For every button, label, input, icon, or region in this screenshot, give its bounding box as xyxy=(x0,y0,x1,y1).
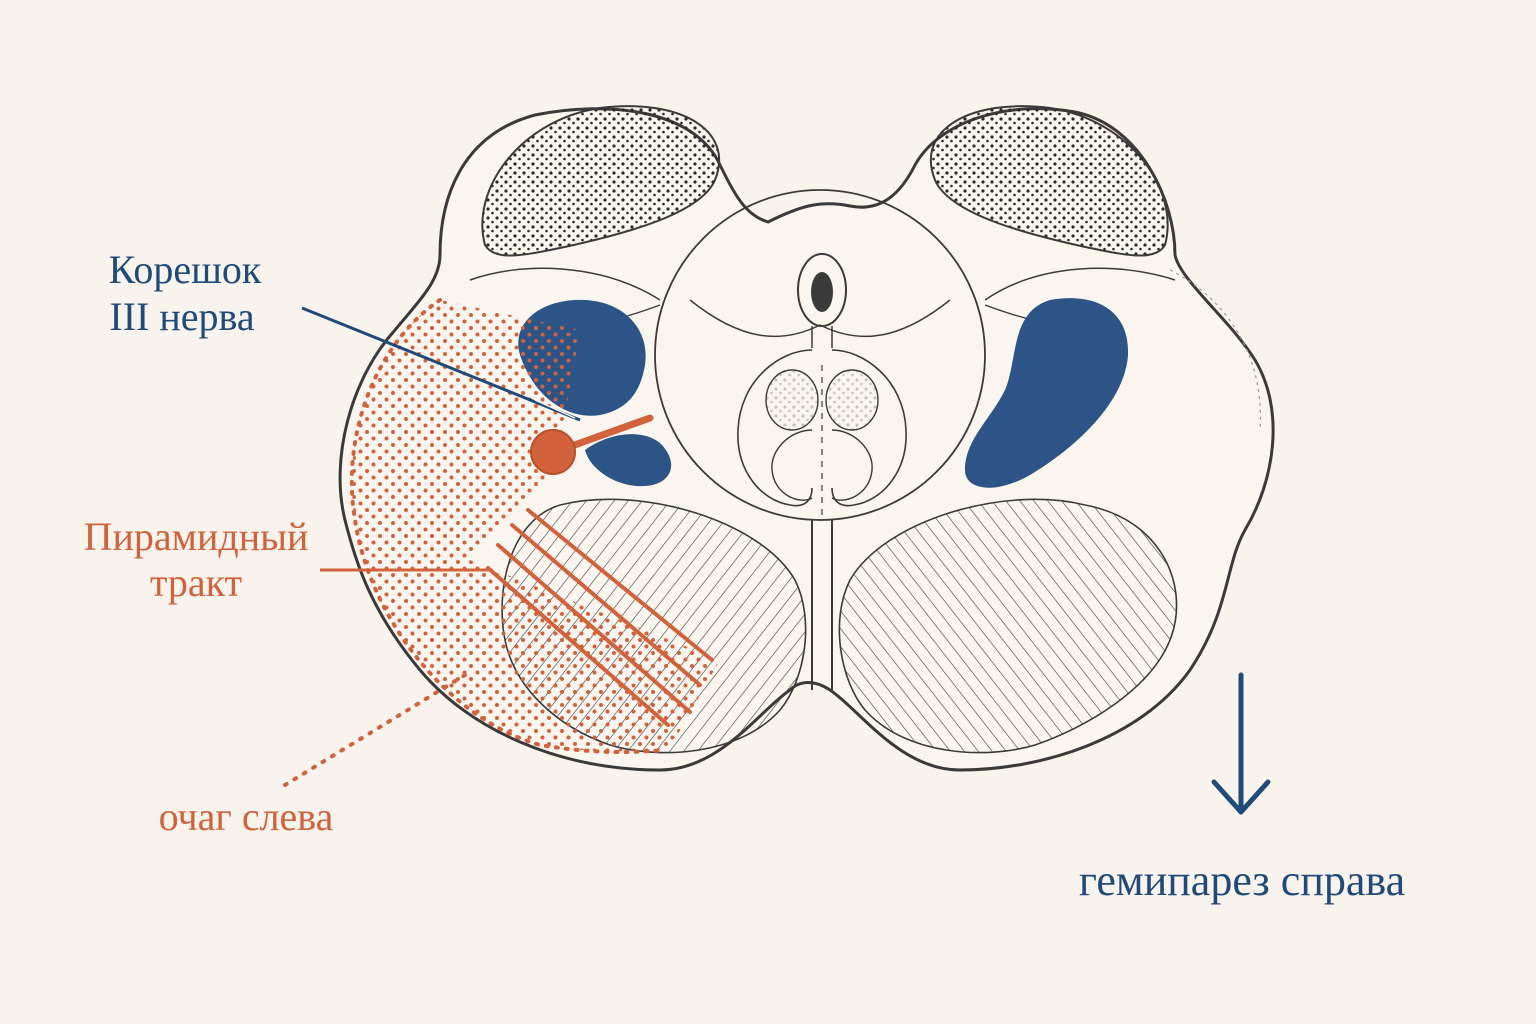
aqueduct-outer xyxy=(797,253,847,327)
nerve-root-label-line1: Корешок xyxy=(109,247,262,292)
lesion-dotted-boundary xyxy=(349,298,667,755)
left-red-nucleus-outline xyxy=(737,349,813,507)
nerve-root-leader-line xyxy=(301,306,581,422)
left-inner-nucleus xyxy=(765,369,819,431)
pyramidal-tract-lines xyxy=(486,508,714,727)
left-tegmentum-boundary xyxy=(469,267,661,301)
right-blue-nucleus xyxy=(965,298,1129,488)
nerve-root-leader-line-inner xyxy=(534,399,576,419)
down-arrow-icon xyxy=(1211,672,1271,815)
aqueduct-lumen xyxy=(811,272,833,312)
lesion-label: очаг слева xyxy=(159,794,334,839)
right-stippled-lobe xyxy=(929,105,1169,257)
right-inner-loop xyxy=(831,429,873,501)
right-tegmentum-boundary xyxy=(984,267,1176,301)
left-blue-nucleus-lower xyxy=(585,434,672,487)
nerve-root-label-line2: III нерва xyxy=(109,294,254,339)
lesion-leader-line xyxy=(283,670,472,787)
right-red-nucleus-outline xyxy=(831,349,907,507)
right-inner-nucleus xyxy=(825,369,879,431)
central-gray-circle xyxy=(654,189,986,521)
result-label: гемипарез справа xyxy=(1079,856,1405,905)
pyramidal-label-line1: Пирамидный xyxy=(84,514,309,559)
nerve-root-bulb xyxy=(530,429,576,475)
right-lateral-outline xyxy=(1169,269,1262,431)
interpeduncular-groove xyxy=(811,520,833,690)
left-stippled-lobe xyxy=(481,105,721,257)
central-stem-lines xyxy=(811,326,833,348)
pyramidal-label-line2: тракт xyxy=(150,560,242,605)
right-cerebral-peduncle xyxy=(838,498,1178,754)
left-inner-loop xyxy=(771,429,813,501)
